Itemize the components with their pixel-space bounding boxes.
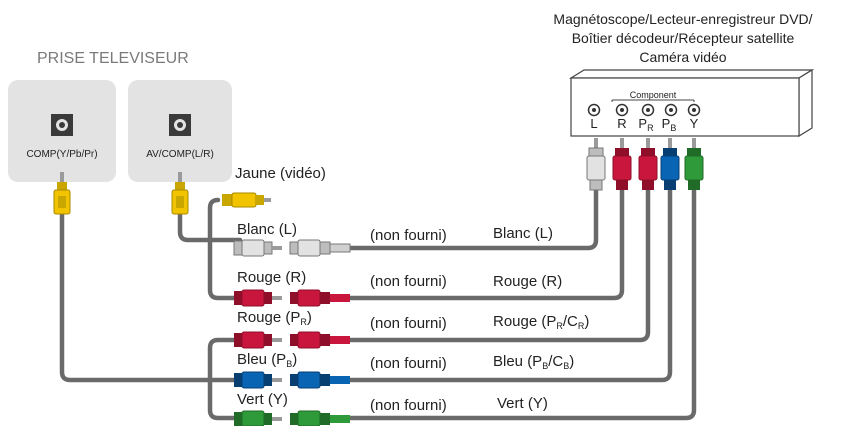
cable-red-left-wire (207, 197, 237, 301)
device-box: Component (568, 68, 815, 138)
label-yellow-video: Jaune (vidéo) (235, 165, 326, 182)
cable-component-loop-wire (207, 337, 237, 421)
label-white-right: Blanc (L) (493, 225, 553, 242)
jack-pb: PB (662, 103, 678, 133)
jack-pb-label: PB (662, 116, 677, 133)
plug-white-left (233, 239, 282, 257)
cable-white-left-wire (177, 209, 243, 243)
jack-y-label: Y (690, 116, 699, 131)
label-not-supplied-5: (non fourni) (370, 397, 447, 414)
jack-l-label: L (590, 116, 597, 131)
plug-blue-left (234, 371, 282, 389)
coupler-red (290, 289, 350, 307)
cable-red-right-wire (347, 185, 625, 301)
tv-port-av-comp: AV/COMP(L/R) (128, 80, 232, 182)
jack-y: Y (687, 103, 701, 131)
jack-pr-label: PR (638, 116, 654, 133)
device-plug-white (586, 138, 606, 191)
device-title-line3: Caméra vidéo (639, 49, 726, 65)
tv-port-comp: COMP(Y/Pb/Pr) (8, 80, 116, 182)
tv-port-comp-label: COMP(Y/Pb/Pr) (26, 149, 97, 160)
label-not-supplied-3: (non fourni) (370, 315, 447, 332)
device-plug-red (612, 138, 632, 190)
tv-panel-title: PRISE TELEVISEUR (37, 50, 189, 67)
label-green-right: Vert (Y) (497, 395, 548, 412)
label-pr-right: Rouge (PR/CR) (493, 313, 589, 331)
plug-yellow-video (222, 192, 271, 208)
jack-l: L (587, 103, 601, 131)
plug-pr-left (234, 331, 282, 349)
device-plug-pr (638, 138, 658, 190)
tv-port-av-comp-label: AV/COMP(L/R) (146, 149, 214, 160)
label-not-supplied-2: (non fourni) (370, 273, 447, 290)
device-jacks: L R PR PB Y (587, 103, 701, 133)
label-red-right: Rouge (R) (493, 273, 562, 290)
device-title-line1: Magnétoscope/Lecteur-enregistreur DVD/ (553, 11, 812, 27)
cable-pb-right-wire (347, 185, 673, 383)
jack-r: R (615, 103, 629, 131)
label-white-left: Blanc (L) (237, 221, 297, 238)
tv-plug-av (171, 172, 189, 215)
label-green-left: Vert (Y) (237, 391, 288, 408)
cable-y-right-wire (347, 185, 697, 421)
coupler-green (290, 410, 350, 426)
label-red-left: Rouge (R) (237, 269, 306, 286)
plug-green-left (234, 410, 282, 426)
device-plug-y (684, 138, 704, 190)
cables (59, 185, 697, 421)
tv-plug-comp (53, 172, 71, 215)
label-blue-right: Bleu (PB/CB) (493, 353, 574, 371)
cable-white-right-wire (347, 185, 599, 251)
device-title-line2: Boîtier décodeur/Récepteur satellite (572, 30, 795, 46)
coupler-pr (290, 331, 350, 349)
jack-pr: PR (638, 103, 655, 133)
coupler-white (289, 239, 351, 257)
device-plug-pb (660, 138, 680, 190)
cable-blue-left-wire (59, 209, 237, 383)
label-pr-left: Rouge (PR) (237, 309, 312, 327)
cable-pr-right-wire (347, 185, 651, 343)
label-not-supplied-1: (non fourni) (370, 227, 447, 244)
label-blue-left: Bleu (PB) (237, 351, 297, 369)
label-not-supplied-4: (non fourni) (370, 355, 447, 372)
jack-r-label: R (617, 116, 626, 131)
plug-red-left (234, 289, 282, 307)
coupler-blue (290, 371, 350, 389)
component-panel-label: Component (630, 90, 677, 100)
